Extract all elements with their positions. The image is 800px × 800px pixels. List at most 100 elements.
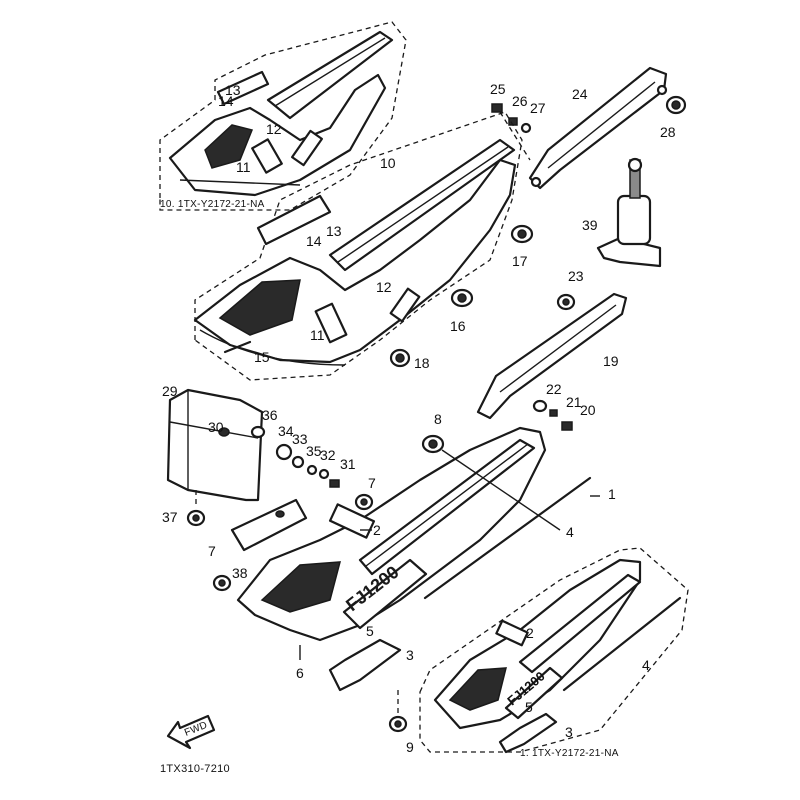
bottom-cover-emblem [448, 667, 507, 711]
washer-35 [306, 464, 318, 476]
top-cover-emblem [204, 124, 254, 169]
callout-33: 33 [292, 431, 308, 447]
top-spacer-12 [290, 129, 324, 167]
callout-32: 32 [320, 447, 336, 463]
callout-29: 29 [162, 383, 178, 399]
callout-30: 30 [208, 419, 224, 435]
fwd-indicator: FWD [166, 714, 216, 750]
top-subassembly-label: 10. 1TX-Y2172-21-NA [160, 199, 265, 210]
clip-30 [218, 427, 230, 437]
callout-11-top: 11 [236, 159, 251, 175]
main-cover-rail [358, 438, 536, 576]
middle-decal-14 [256, 194, 332, 246]
callout-39: 39 [582, 217, 598, 233]
callout-8: 8 [434, 411, 442, 427]
middle-subassembly-boundary [194, 111, 523, 381]
collar-27 [520, 122, 532, 134]
middle-cover-emblem [218, 279, 301, 336]
callout-14: 14 [306, 233, 322, 249]
rail-19-group: 23 19 22 21 20 [476, 268, 628, 431]
callout-4-bottom: 4 [642, 657, 650, 673]
callout-6: 6 [296, 665, 304, 681]
callout-23: 23 [568, 268, 584, 284]
callout-25: 25 [490, 81, 506, 97]
callout-16: 16 [450, 318, 466, 334]
callout-37: 37 [162, 509, 178, 525]
valve-body [616, 194, 652, 246]
plate-38-group: 7 38 [208, 498, 308, 592]
callout-1: 1 [608, 486, 616, 502]
fuel-cock-39: 39 [582, 157, 662, 268]
drawing-number: 1TX310-7210 [160, 763, 230, 775]
callout-3: 3 [406, 647, 414, 663]
badge-5 [342, 558, 428, 630]
callout-18: 18 [414, 355, 430, 371]
callout-9: 9 [406, 739, 414, 755]
callout-7-left: 7 [208, 543, 216, 559]
callout-19: 19 [603, 353, 619, 369]
bottom-emblem-2 [495, 619, 529, 647]
callout-5-bottom: 5 [525, 699, 533, 715]
callout-34: 34 [278, 423, 294, 439]
grommet-36 [250, 425, 266, 439]
collar-22 [532, 399, 548, 413]
bottom-cover-rail [518, 573, 642, 674]
callout-2-bottom: 2 [526, 625, 534, 641]
bolt-25 [491, 103, 503, 113]
callout-31: 31 [340, 456, 356, 472]
washer-21 [549, 409, 558, 417]
top-grommet-11 [251, 138, 283, 174]
callout-12: 12 [376, 279, 392, 295]
callout-17: 17 [512, 253, 528, 269]
rail-24-hole [656, 84, 668, 96]
lower-trim-3 [328, 638, 402, 692]
callout-36: 36 [262, 407, 278, 423]
callout-11: 11 [310, 327, 325, 343]
callout-13: 13 [326, 223, 342, 239]
callout-2: 2 [373, 522, 381, 538]
callout-22: 22 [546, 381, 562, 397]
callout-20: 20 [580, 402, 596, 418]
callout-28: 28 [660, 124, 676, 140]
main-cover-emblem [260, 561, 341, 613]
middle-grommet-11 [314, 302, 348, 344]
callout-10: 10 [380, 155, 396, 171]
bottom-trim-3 [498, 712, 558, 754]
battery-box-group: 29 30 36 34 33 35 32 31 37 [162, 383, 356, 527]
battery-box-29 [166, 388, 264, 502]
callout-27: 27 [530, 100, 546, 116]
fwd-arrow-icon [166, 714, 216, 750]
bolt-20 [561, 421, 573, 431]
top-subassembly: 13 14 12 11 10. 1TX-Y2172-21-NA [159, 21, 407, 211]
bolt-31 [329, 479, 340, 488]
callout-21: 21 [566, 394, 582, 410]
upper-right-parts: 25 26 27 24 28 [490, 66, 687, 190]
bottom-subassembly: FJ1200 2 4 5 3 1. 1TX-Y2172-21-NA [419, 547, 689, 759]
callout-26: 26 [512, 93, 528, 109]
plate-38 [230, 498, 308, 552]
callout-24: 24 [572, 86, 588, 102]
bottom-subassembly-boundary [419, 547, 689, 753]
callout-14-top: 14 [218, 93, 234, 109]
callout-38: 38 [232, 565, 248, 581]
bottom-badge-5 [504, 666, 564, 720]
collar-33 [291, 455, 305, 469]
damper-34 [275, 443, 293, 461]
mid-fasteners: 16 17 18 [389, 224, 534, 371]
callout-7: 7 [368, 475, 376, 491]
callout-12-top: 12 [266, 121, 282, 137]
callout-35: 35 [306, 443, 322, 459]
callout-3-bottom: 3 [565, 724, 573, 740]
bottom-subassembly-label: 1. 1TX-Y2172-21-NA [520, 748, 619, 759]
middle-spacer-12 [389, 287, 421, 323]
callout-4: 4 [566, 524, 574, 540]
top-decal [216, 70, 270, 106]
middle-subassembly: 10 13 14 12 11 15 [193, 111, 523, 381]
callout-5: 5 [366, 623, 374, 639]
main-side-cover-group: 8 7 FJ1200 1 2 4 5 3 6 9 [236, 411, 616, 755]
washer-32 [318, 468, 330, 480]
top-subassembly-boundary [159, 21, 407, 211]
callout-15: 15 [254, 349, 270, 365]
callout-13-top: 13 [225, 82, 241, 98]
